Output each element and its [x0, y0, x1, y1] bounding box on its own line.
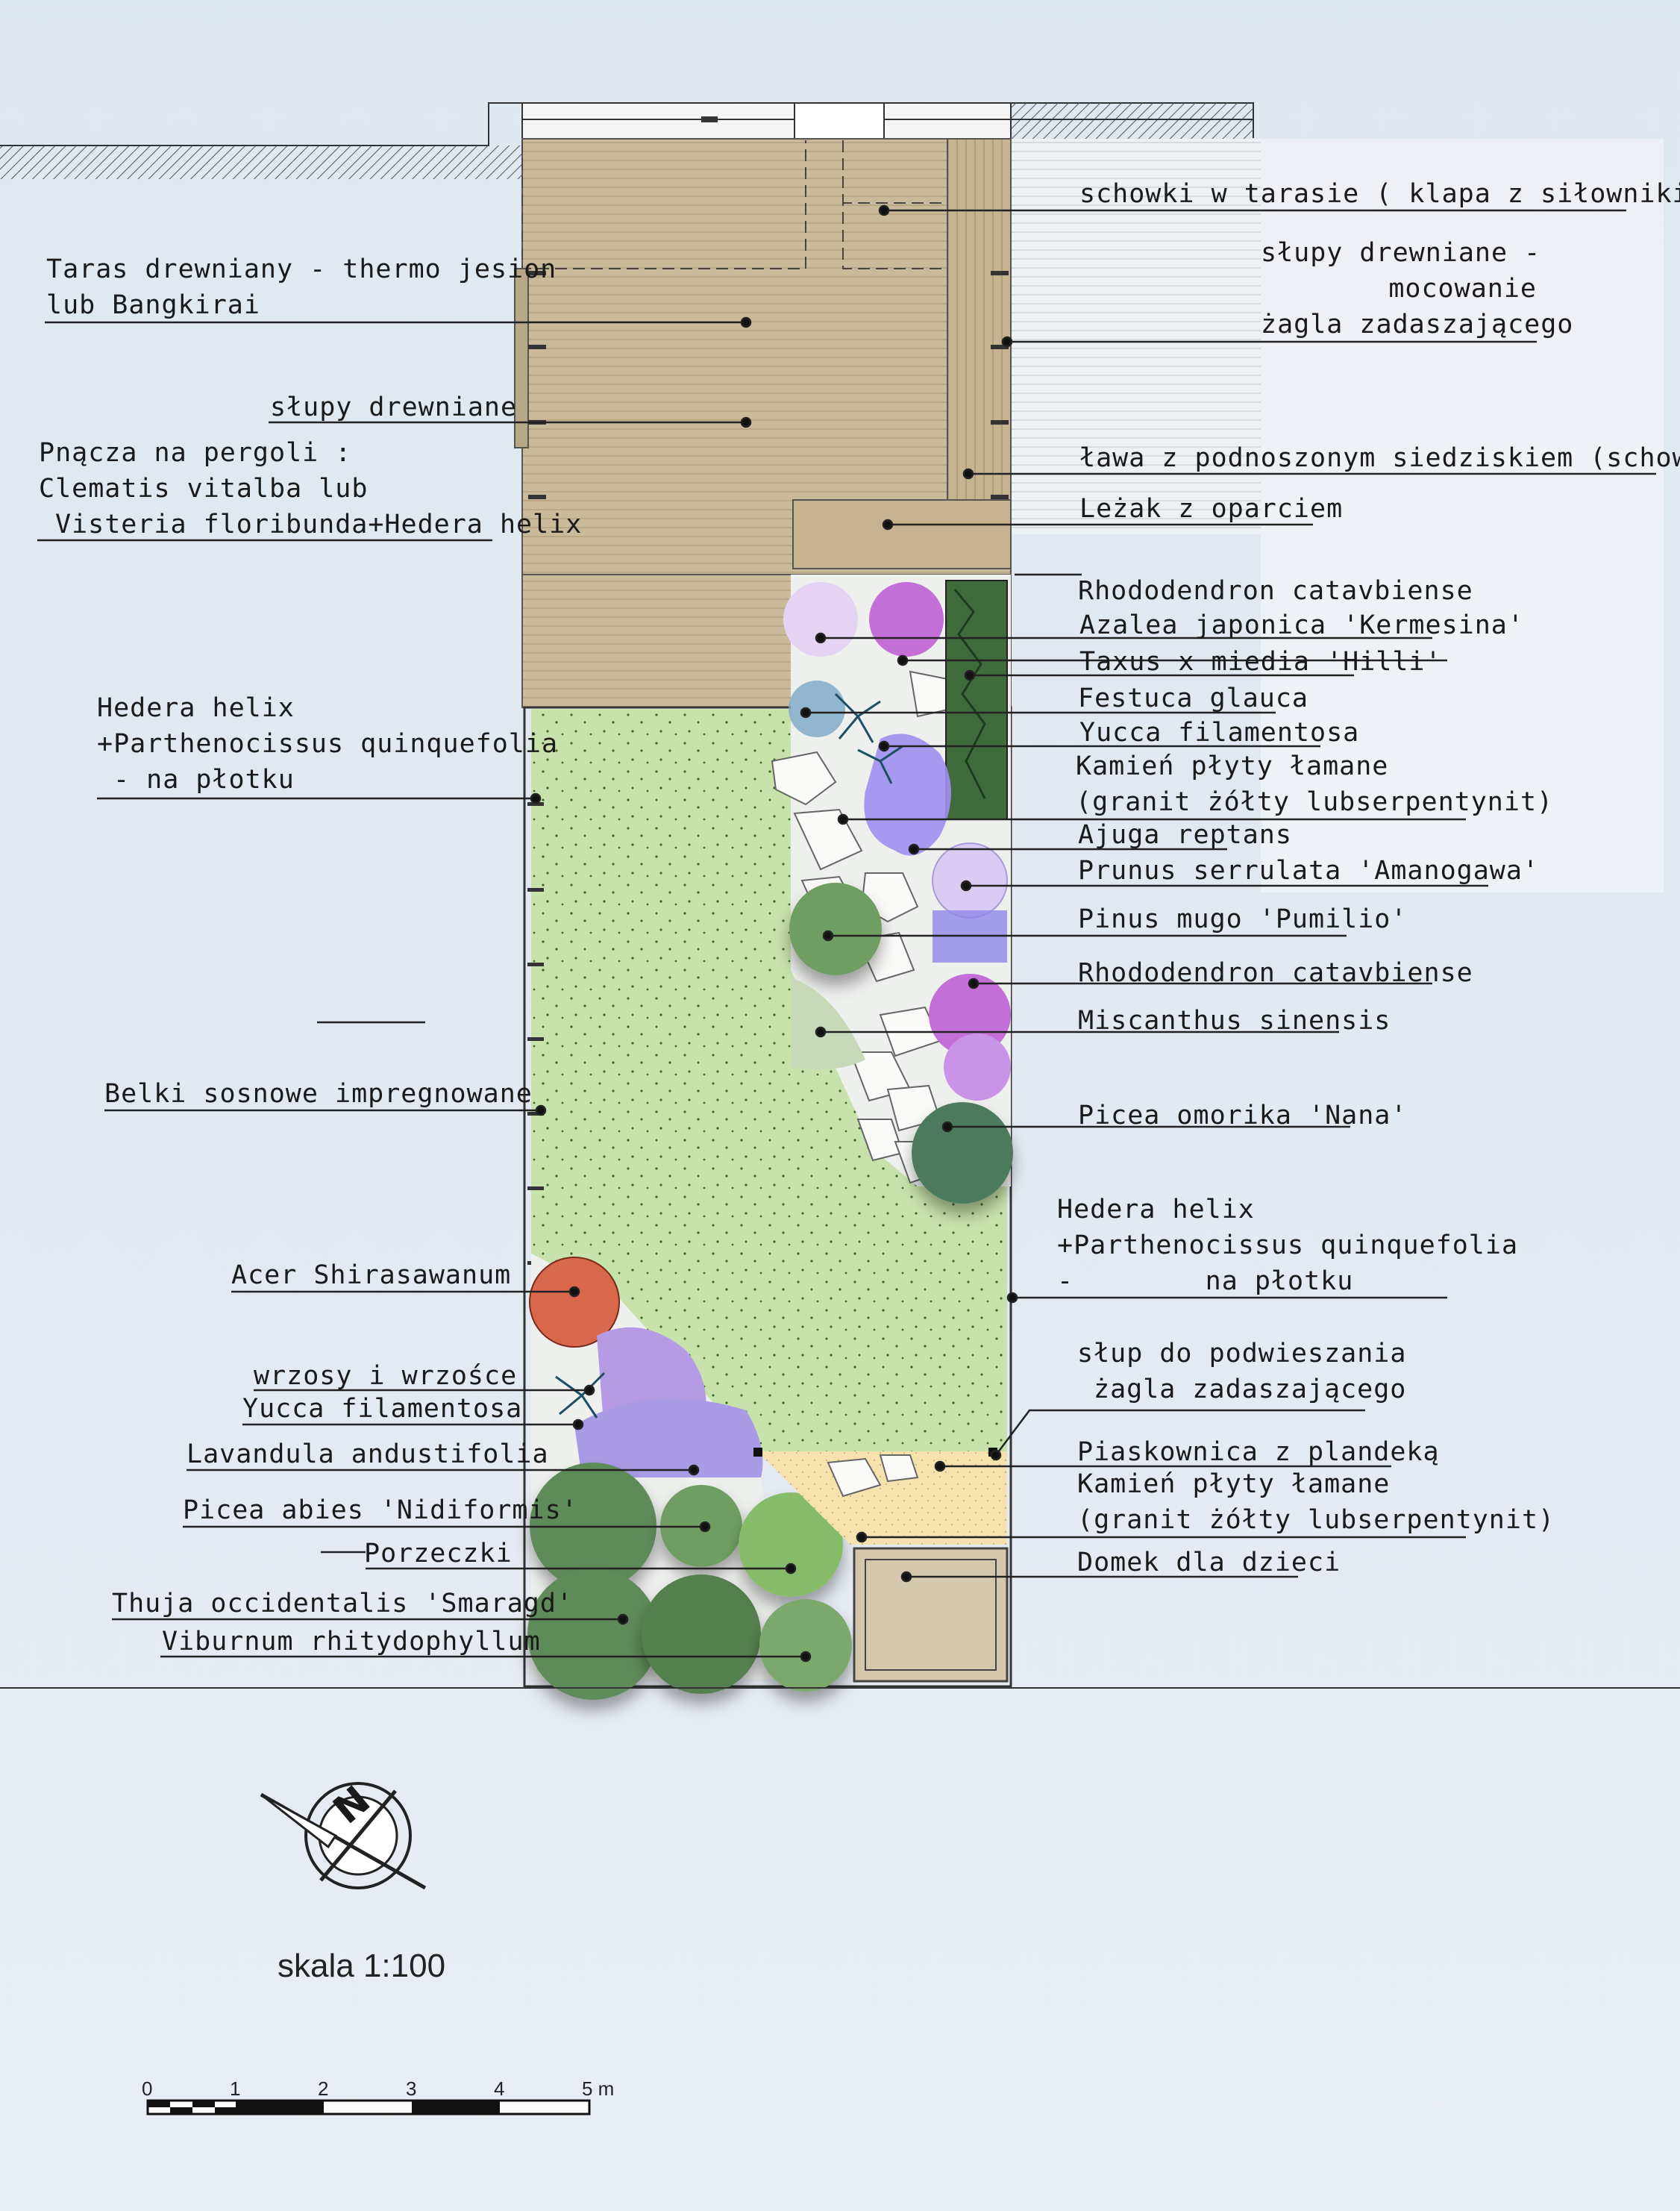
rhododendron-plant-2 — [929, 974, 1011, 1056]
picea-omorika-plant — [912, 1102, 1013, 1204]
label-domek: Domek dla dzieci — [1077, 1548, 1341, 1577]
label-slupy-right-2: mocowanie — [1388, 274, 1537, 304]
label-taras: Taras drewniany - thermo jesion lub Bang… — [46, 251, 557, 323]
label-pinus: Pinus mugo 'Pumilio' — [1078, 904, 1408, 934]
neighbour-terrace — [1011, 139, 1261, 534]
sandpit — [757, 1451, 1007, 1545]
label-hedera-left-3: - na płotku — [113, 765, 295, 795]
pinus-mugo-plant — [789, 883, 882, 975]
festuca-plant — [789, 681, 845, 737]
label-picea-abies: Picea abies 'Nidiformis' — [183, 1495, 578, 1525]
scale-tick-4: 4 — [494, 2077, 505, 2100]
label-miscanthus: Miscanthus sinensis — [1078, 1006, 1391, 1036]
thuja-plant — [527, 1569, 659, 1700]
label-picea-omorika: Picea omorika 'Nana' — [1078, 1101, 1408, 1130]
thuja-plant-2 — [642, 1574, 761, 1694]
label-hedera-right: Hedera helix +Parthenocissus quinquefoli… — [1057, 1192, 1518, 1299]
label-pnacza-3: Visteria floribunda+Hedera helix — [55, 510, 583, 540]
viburnum-plant-small — [739, 1492, 843, 1597]
prunus-plant — [932, 842, 1008, 919]
label-yucca-left: Yucca filamentosa — [242, 1394, 523, 1424]
building-wall-left — [0, 146, 526, 179]
label-pnacza: Pnącza na pergoli : Clematis vitalba lub… — [39, 435, 582, 542]
lawn — [531, 709, 1007, 1451]
label-kamien-1a: Kamień płyty łamane — [1076, 751, 1389, 781]
childrens-house — [853, 1547, 1009, 1683]
label-slupy-right-1: słupy drewniane - — [1261, 238, 1541, 268]
label-pnacza-1: Pnącza na pergoli : — [39, 438, 352, 468]
leader-lines-left — [37, 316, 812, 1663]
label-slup-1: słup do podwieszania — [1077, 1339, 1407, 1369]
label-hedera-right-2: +Parthenocissus quinquefolia — [1057, 1230, 1519, 1260]
label-lavandula: Lavandula andustifolia — [187, 1439, 549, 1469]
label-thuja: Thuja occidentalis 'Smaragd' — [112, 1589, 574, 1619]
scale-label: skala 1:100 — [278, 1948, 446, 1984]
label-festuca: Festuca glauca — [1078, 684, 1309, 713]
lavandula-plant — [574, 1398, 763, 1477]
scale-tick-2: 2 — [318, 2077, 329, 2100]
north-arrow — [260, 1782, 427, 1890]
label-wrzosy: wrzosy i wrzośce — [254, 1361, 518, 1391]
label-taras-2: lub Bangkirai — [46, 290, 260, 320]
label-ajuga: Ajuga reptans — [1078, 820, 1292, 850]
label-porzeczki: Porzeczki — [364, 1539, 513, 1569]
label-belki: Belki sosnowe impregnowane — [104, 1079, 533, 1109]
azalea-plant — [869, 582, 944, 657]
label-azalea: Azalea japonica 'Kermesina' — [1079, 610, 1524, 640]
label-rhodo-2: Rhododendron catavbiense — [1078, 958, 1473, 988]
scale-bar — [146, 2099, 591, 2115]
scale-tick-1: 1 — [230, 2077, 241, 2100]
lounger — [792, 499, 1012, 569]
rhododendron-plant — [783, 582, 858, 657]
label-kamien-2a: Kamień płyty łamane — [1077, 1469, 1391, 1499]
label-taras-1: Taras drewniany - thermo jesion — [46, 254, 557, 284]
label-lawa: ława z podnoszonym siedziskiem (schowek) — [1079, 443, 1680, 473]
label-lezak: Leżak z oparciem — [1079, 494, 1344, 524]
label-schowki: schowki w tarasie ( klapa z siłownikiem) — [1079, 179, 1680, 209]
label-slup: słup do podwieszania żagla zadaszającego — [1077, 1336, 1406, 1407]
label-slup-2: żagla zadaszającego — [1094, 1375, 1407, 1404]
ajuga-reptans — [864, 734, 951, 856]
label-slupy: słupy drewniane — [270, 393, 518, 422]
label-yucca-right: Yucca filamentosa — [1079, 718, 1360, 748]
label-kamien-2b: (granit żółty lubserpentynit) — [1077, 1505, 1555, 1535]
acer-plant — [529, 1257, 620, 1348]
label-hedera-right-3: - na płotku — [1057, 1266, 1354, 1296]
label-piaskownica: Piaskownica z plandeką — [1077, 1437, 1440, 1467]
label-hedera-left-2: +Parthenocissus quinquefolia — [97, 729, 559, 759]
label-pnacza-2: Clematis vitalba lub — [39, 474, 369, 504]
label-hedera-left-1: Hedera helix — [97, 693, 295, 723]
label-prunus: Prunus serrulata 'Amanogawa' — [1078, 856, 1540, 886]
leader-lines-right — [800, 204, 1656, 1583]
viburnum-plant — [759, 1599, 852, 1692]
scale-tick-0: 0 — [142, 2077, 153, 2100]
label-viburnum: Viburnum rhitydophyllum — [162, 1627, 541, 1657]
garden-boundary — [523, 706, 1012, 1688]
label-slupy-right-3: żagla zadaszającego — [1261, 310, 1574, 340]
scale-tick-5: 5 m — [582, 2077, 615, 2100]
label-kamien-1: Kamień płyty łamane (granit żółty lubser… — [1076, 748, 1553, 820]
label-acer: Acer Shirasawanum — [231, 1260, 512, 1290]
label-hedera-right-1: Hedera helix — [1057, 1195, 1255, 1225]
bench-storage — [947, 138, 1012, 501]
label-taxus: Taxus x miedia 'Hilli' — [1079, 647, 1442, 677]
miscanthus-plant — [791, 978, 865, 1070]
label-kamien-2: Kamień płyty łamane (granit żółty lubser… — [1077, 1466, 1555, 1538]
scale-tick-3: 3 — [406, 2077, 417, 2100]
label-hedera-left: Hedera helix +Parthenocissus quinquefoli… — [97, 690, 558, 798]
label-rhodo-1: Rhododendron catavbiense — [1078, 576, 1473, 606]
label-slupy-right: słupy drewniane - mocowanie żagla zadasz… — [1261, 235, 1574, 343]
terrace-door — [521, 102, 1012, 140]
label-kamien-1b: (granit żółty lubserpentynit) — [1076, 787, 1554, 817]
building-wall-right — [1011, 103, 1253, 139]
